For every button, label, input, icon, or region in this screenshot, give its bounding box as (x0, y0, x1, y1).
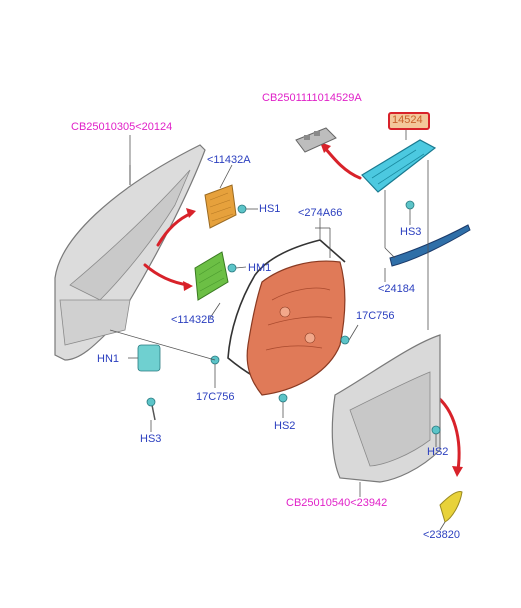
label-23820: <23820 (423, 529, 461, 541)
label-hs1: HS1 (259, 203, 281, 215)
label-hn1: HN1 (97, 353, 120, 365)
label-hs2-mid: HS2 (274, 420, 296, 432)
trim-strip-24184 (389, 224, 471, 267)
label-274a66: <274A66 (298, 207, 343, 219)
insulator-11432b (194, 251, 229, 301)
label-24184: <24184 (378, 283, 416, 295)
insulator-11432a (204, 184, 237, 229)
red-arrow-heads (183, 142, 463, 477)
label-cb-left: CB25010305<20124 (71, 121, 173, 133)
label-cb-top: CB2501111014529A (262, 92, 362, 104)
door-shell (54, 144, 206, 361)
door-seal-274a66 (227, 239, 346, 386)
label-17c756-left: 17C756 (196, 391, 235, 403)
label-hs3-right: HS3 (400, 226, 422, 238)
label-cb-bottom: CB25010540<23942 (286, 497, 388, 509)
leader-lines (109, 130, 446, 531)
door-trim-panel (331, 334, 441, 483)
label-17c756-right: 17C756 (356, 310, 395, 322)
highlighted-part-box (388, 112, 430, 130)
handle-23820 (439, 491, 463, 523)
label-hs2-right: HS2 (427, 446, 449, 458)
inner-panel (246, 260, 346, 396)
label-11432a: <11432A (207, 154, 251, 166)
label-hm1: HM1 (248, 262, 272, 274)
label-11432b: <11432B (171, 314, 215, 326)
label-14524: 14524 (392, 114, 423, 126)
label-hs3-left: HS3 (140, 433, 162, 445)
window-switch-module (295, 127, 337, 153)
switch-bezel-14524 (361, 139, 437, 193)
